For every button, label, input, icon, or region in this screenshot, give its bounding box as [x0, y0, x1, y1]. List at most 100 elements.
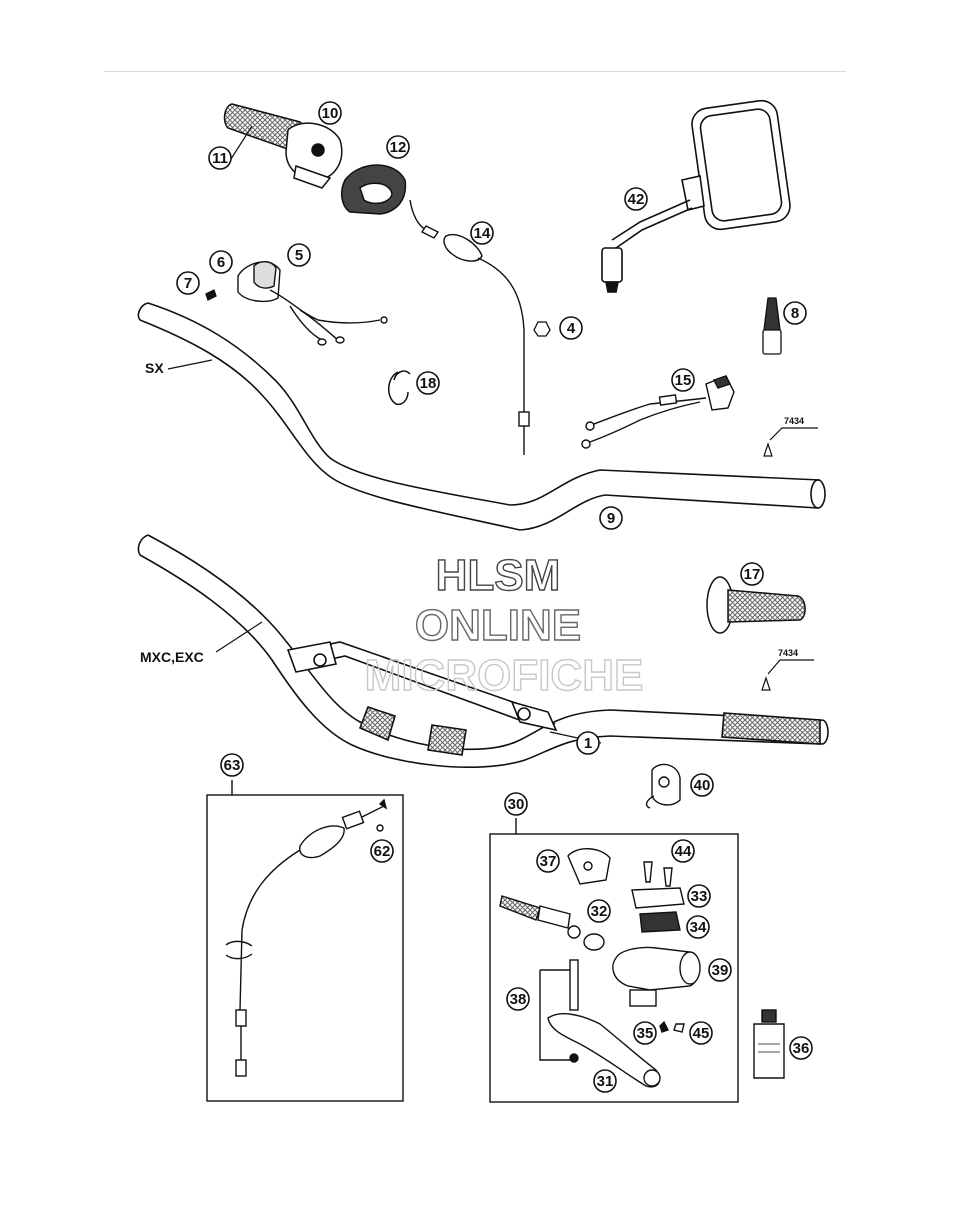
- callout-circle: [470, 221, 494, 245]
- callout-number: 34: [690, 919, 707, 936]
- label-sx: SX: [145, 360, 164, 376]
- sx-handlebar[interactable]: [137, 302, 826, 531]
- callout-10[interactable]: 10: [318, 101, 342, 125]
- callout-number: 14: [474, 225, 491, 242]
- callout-9[interactable]: 9: [599, 506, 623, 530]
- callout-15[interactable]: 15: [671, 368, 695, 392]
- callout-7[interactable]: 7: [176, 271, 200, 295]
- callout-number: 36: [793, 1040, 810, 1057]
- callout-circle: [708, 958, 732, 982]
- callout-number: 1: [584, 735, 592, 752]
- lever-assembly[interactable]: [499, 848, 701, 1088]
- callout-number: 32: [591, 903, 608, 920]
- callout-circle: [740, 562, 764, 586]
- callout-circle: [318, 101, 342, 125]
- callout-8[interactable]: 8: [783, 301, 807, 325]
- callout-number: 63: [224, 757, 241, 774]
- callout-14[interactable]: 14: [470, 221, 494, 245]
- nut-4[interactable]: [533, 321, 551, 337]
- callout-45[interactable]: 45: [689, 1021, 713, 1045]
- callout-number: 31: [597, 1073, 614, 1090]
- callout-12[interactable]: 12: [386, 135, 410, 159]
- top-divider: [104, 71, 846, 72]
- mirror[interactable]: [601, 99, 792, 293]
- callout-number: 8: [791, 305, 799, 322]
- callout-circle: [220, 753, 244, 777]
- callout-6[interactable]: 6: [209, 250, 233, 274]
- clutch-cable[interactable]: [225, 798, 388, 1077]
- callout-40[interactable]: 40: [690, 773, 714, 797]
- callout-circle: [559, 316, 583, 340]
- callout-42[interactable]: 42: [624, 187, 648, 211]
- callout-circle: [416, 371, 440, 395]
- mxc-exc-handlebar[interactable]: [137, 534, 829, 768]
- callout-number: 4: [567, 320, 576, 337]
- callout-number: 5: [295, 247, 303, 264]
- callout-number: 40: [694, 777, 711, 794]
- callout-circle: [671, 839, 695, 863]
- callout-32[interactable]: 32: [587, 899, 611, 923]
- label-mxc-exc: MXC,EXC: [140, 649, 204, 665]
- callout-31[interactable]: 31: [593, 1069, 617, 1093]
- callout-1[interactable]: 1: [576, 731, 600, 755]
- callout-37[interactable]: 37: [536, 849, 560, 873]
- kill-switch[interactable]: [237, 261, 388, 346]
- switch-15[interactable]: [581, 375, 735, 449]
- callout-35[interactable]: 35: [633, 1021, 657, 1045]
- throttle-cable[interactable]: [0, 0, 530, 455]
- callout-number: 10: [322, 105, 339, 122]
- callout-number: 44: [675, 843, 692, 860]
- callout-circle: [624, 187, 648, 211]
- callout-number: 12: [390, 139, 407, 156]
- callout-circle: [686, 915, 710, 939]
- cap-8[interactable]: [762, 297, 782, 355]
- callout-circle: [587, 899, 611, 923]
- callout-39[interactable]: 39: [708, 958, 732, 982]
- callout-44[interactable]: 44: [671, 839, 695, 863]
- callout-number: 18: [420, 375, 437, 392]
- callout-4[interactable]: 4: [559, 316, 583, 340]
- callout-38[interactable]: 38: [506, 987, 530, 1011]
- cable-tie[interactable]: [388, 370, 411, 406]
- callout-circle: [789, 1036, 813, 1060]
- callout-30[interactable]: 30: [504, 792, 528, 816]
- box-63: [206, 780, 404, 1102]
- wedge-lower: [761, 659, 814, 691]
- wedge-upper: [763, 427, 818, 457]
- callout-circle: [690, 773, 714, 797]
- callout-36[interactable]: 36: [789, 1036, 813, 1060]
- brake-fluid-bottle[interactable]: [753, 1009, 785, 1079]
- callout-number: 9: [607, 510, 615, 527]
- watermark-line3: MICROFICHE: [365, 651, 644, 700]
- callout-number: 11: [212, 150, 228, 167]
- throttle-housing[interactable]: [285, 122, 343, 189]
- clamp-40[interactable]: [645, 763, 681, 809]
- callout-34[interactable]: 34: [686, 915, 710, 939]
- callout-circle: [671, 368, 695, 392]
- callout-number: 33: [691, 888, 708, 905]
- grip-17[interactable]: [706, 576, 806, 634]
- callout-circle: [599, 506, 623, 530]
- callout-18[interactable]: 18: [416, 371, 440, 395]
- callout-5[interactable]: 5: [287, 243, 311, 267]
- callout-circle: [386, 135, 410, 159]
- label-ref-lower: 7434: [778, 648, 798, 658]
- callout-number: 7: [184, 275, 192, 292]
- throttle-cover[interactable]: [340, 164, 407, 215]
- callout-circle: [783, 301, 807, 325]
- callout-63[interactable]: 63: [220, 753, 244, 777]
- callout-number: 42: [628, 191, 645, 208]
- callout-62[interactable]: 62: [370, 839, 394, 863]
- screw-7[interactable]: [205, 289, 217, 301]
- callout-group: 10 11 12 42 14 5 67 4 8 18 15 9 17 1 40 63 62 30 37 44 33 32 3…: [176, 101, 813, 1093]
- callout-circle: [633, 1021, 657, 1045]
- callout-33[interactable]: 33: [687, 884, 711, 908]
- callout-11[interactable]: 11: [208, 146, 232, 170]
- label-leaders: [167, 125, 602, 744]
- callout-17[interactable]: 17: [740, 562, 764, 586]
- callout-circle: [208, 146, 232, 170]
- callout-circle: [689, 1021, 713, 1045]
- box-30: [489, 818, 739, 1103]
- callout-circle: [536, 849, 560, 873]
